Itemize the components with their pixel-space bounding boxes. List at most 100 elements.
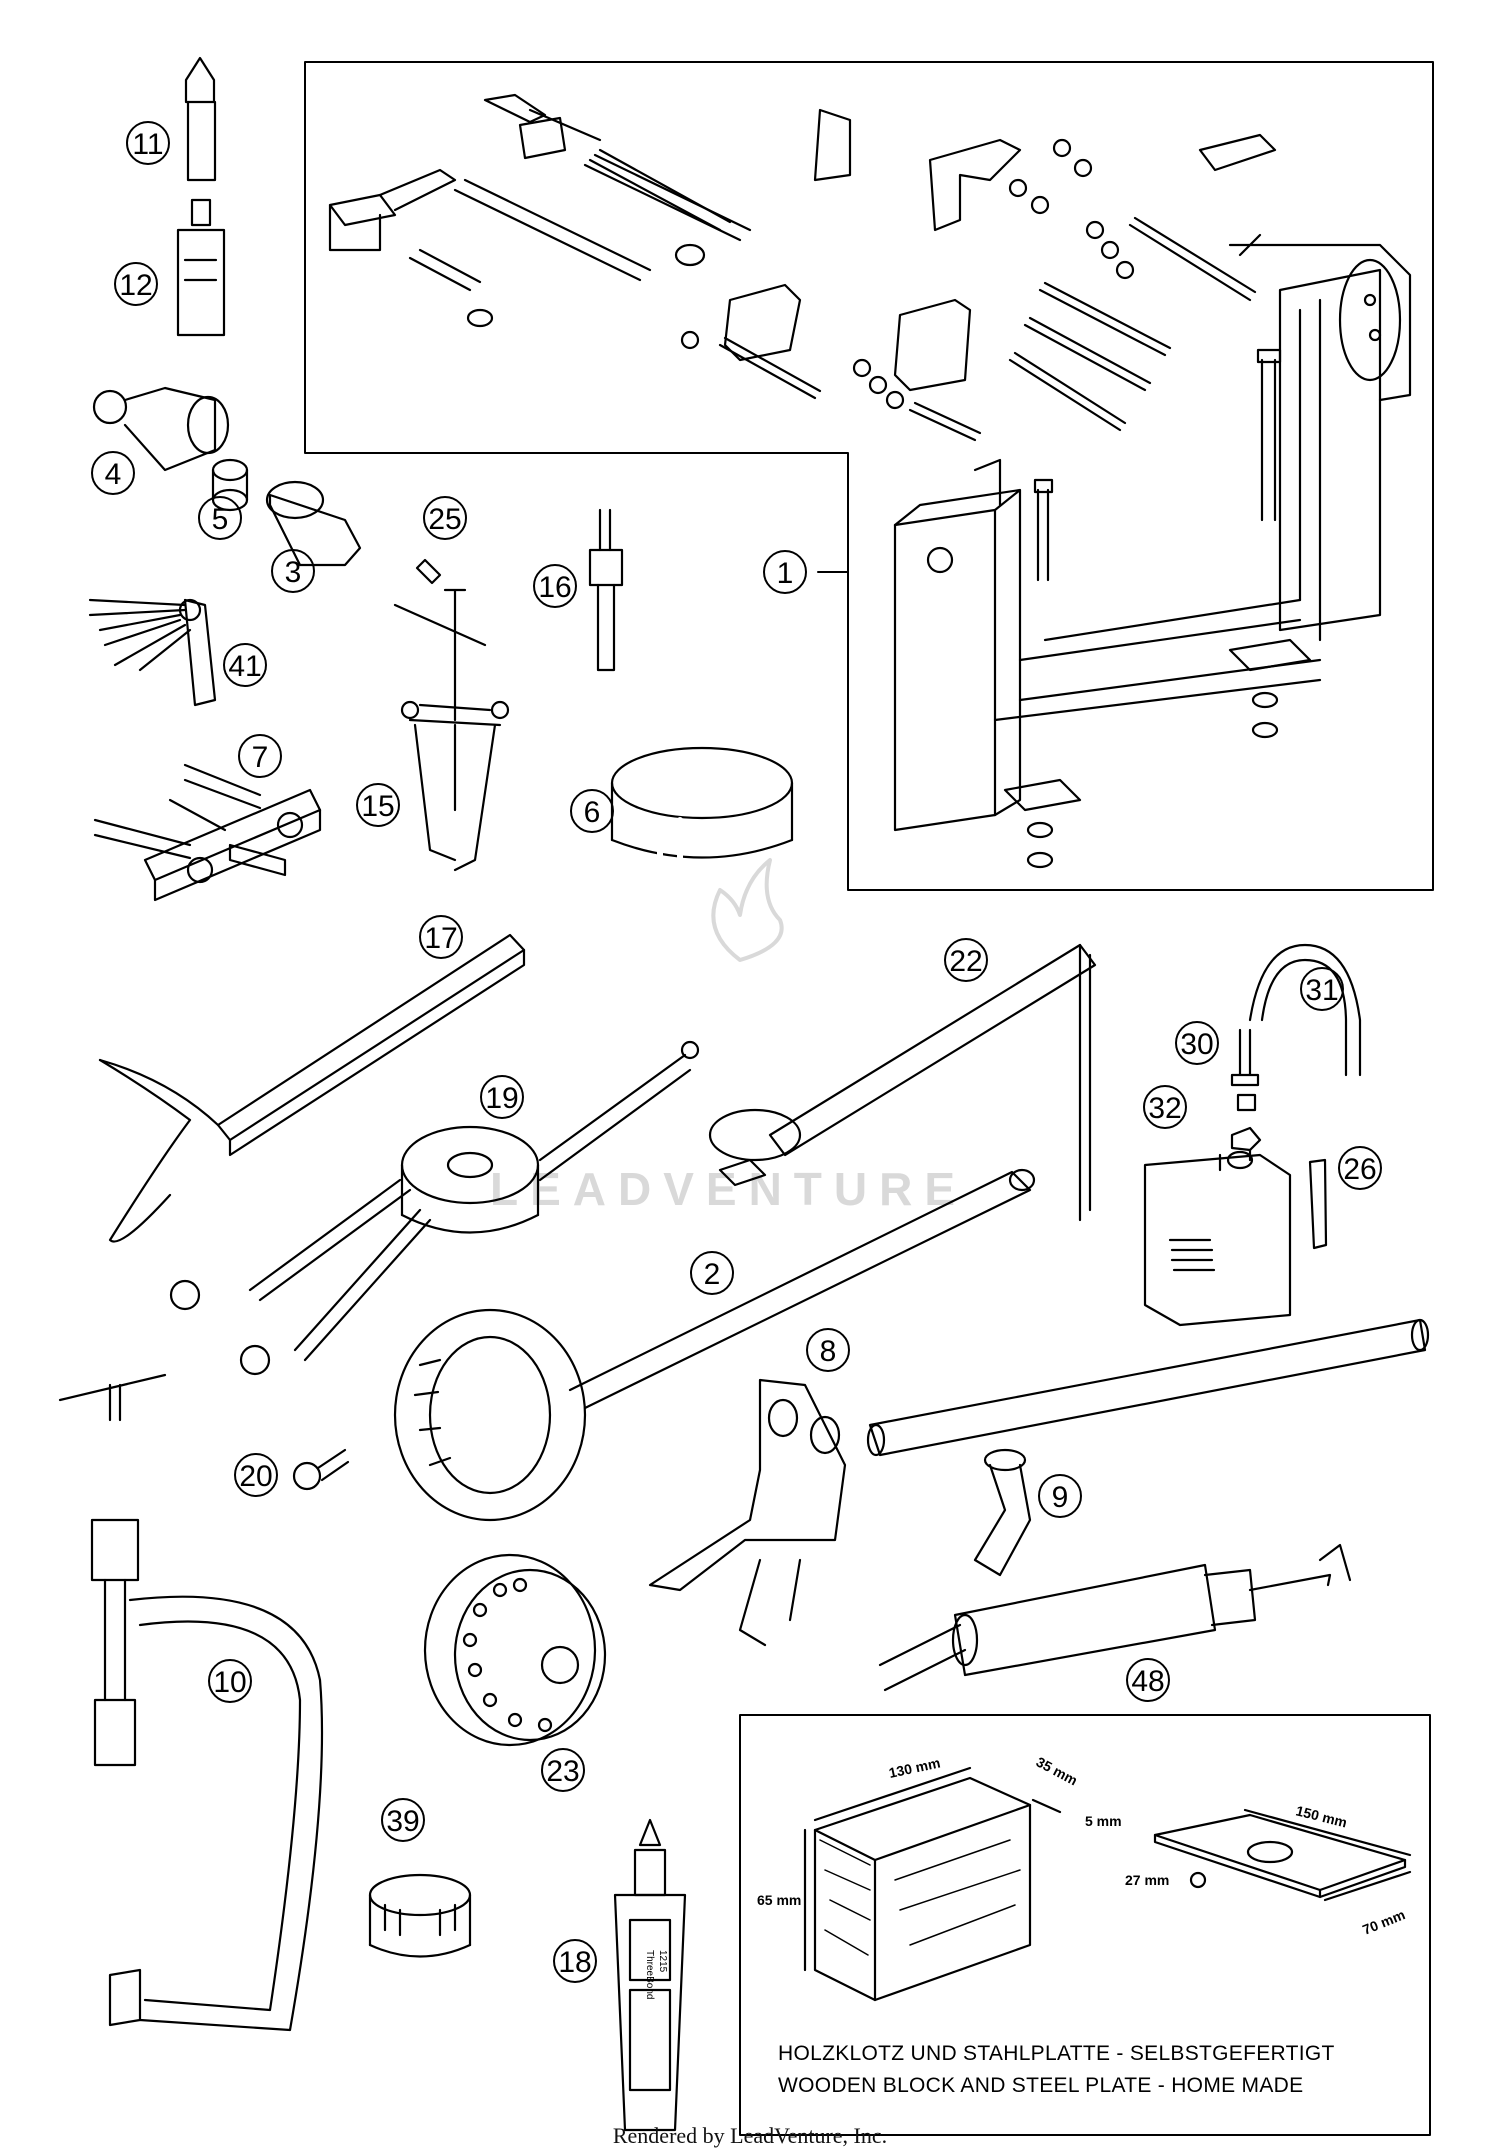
item-41-feeler-gauge: [88, 598, 217, 707]
engine-stand-frame-box: [304, 61, 1434, 891]
dim-block-depth: 35 mm: [1034, 1754, 1081, 1789]
item-6-piston-ring-compressor: [610, 746, 794, 878]
callout-30: 30: [1175, 1021, 1219, 1065]
callout-32: 32: [1143, 1085, 1187, 1129]
diameter-symbol: [1189, 1871, 1207, 1889]
item-9-clamp-tool: [973, 1448, 1032, 1577]
svg-text:6: 6: [584, 796, 601, 829]
item-3-sleeve: [265, 480, 362, 567]
callout-19: 19: [480, 1075, 524, 1119]
callout-23: 23: [541, 1748, 585, 1792]
item-22-chain-wrench: [708, 943, 1097, 1222]
svg-text:12: 12: [119, 269, 152, 302]
dim-plate-width: 70 mm: [1360, 1906, 1407, 1937]
item-2-clutch-holder: [393, 1168, 1036, 1522]
item-7-clamp: [93, 763, 322, 902]
item-23-flywheel-puller: [423, 1553, 607, 1747]
svg-text:48: 48: [1131, 1665, 1164, 1698]
callout-41: 41: [223, 643, 267, 687]
item-19-crankshaft-puller: [169, 1040, 700, 1376]
svg-text:22: 22: [949, 945, 982, 978]
item-5-bushing: [211, 458, 249, 512]
callout-18: 18: [553, 1939, 597, 1983]
callout-15: 15: [356, 783, 400, 827]
dim-plate-hole: 27 mm: [1125, 1872, 1169, 1888]
callout-31: 31: [1300, 967, 1344, 1011]
engine-stand-parts: [328, 93, 1412, 869]
svg-text:1: 1: [777, 557, 794, 590]
callout-17: 17: [419, 915, 463, 959]
item-17-holding-wrench: [98, 933, 526, 1243]
item-25-pin: [415, 558, 442, 585]
svg-text:23: 23: [546, 1755, 579, 1788]
item-12-sealant-bottle: [176, 198, 226, 337]
item-20-screw: [292, 1448, 350, 1491]
callout-2: 2: [690, 1251, 734, 1295]
callout-11: 11: [126, 121, 170, 165]
item-31-hose-fitting: [1248, 943, 1362, 1077]
svg-text:32: 32: [1148, 1092, 1181, 1125]
item-30-grease-nipple: [1230, 1028, 1260, 1112]
svg-text:20: 20: [239, 1460, 272, 1493]
item-4-puller: [92, 386, 230, 472]
svg-text:2: 2: [704, 1258, 721, 1291]
item-15-three-jaw-puller: [393, 588, 510, 872]
svg-text:26: 26: [1343, 1153, 1376, 1186]
item-8-bracket: [648, 1378, 847, 1647]
item-8-lever-tube: [866, 1318, 1430, 1457]
callout-3: 3: [271, 549, 315, 593]
item-39-oil-filter-wrench: [368, 1873, 472, 1958]
tube-label-brand: ThreeBond: [644, 1950, 655, 1999]
svg-text:7: 7: [252, 741, 269, 774]
inset-caption-english: WOODEN BLOCK AND STEEL PLATE - HOME MADE: [778, 2074, 1303, 2097]
svg-text:16: 16: [538, 571, 571, 604]
dim-plate-thickness: 5 mm: [1085, 1813, 1122, 1829]
svg-text:5: 5: [212, 503, 229, 536]
svg-text:30: 30: [1180, 1028, 1213, 1061]
callout-16: 16: [533, 564, 577, 608]
item-48-grease-gun: [878, 1543, 1352, 1692]
svg-text:3: 3: [285, 556, 302, 589]
callout-4: 4: [91, 451, 135, 495]
watermark-text: LEADVENTURE: [490, 1163, 967, 1215]
oil-canister: [1143, 1148, 1292, 1327]
callout-1: 1: [763, 550, 807, 594]
svg-text:10: 10: [213, 1666, 246, 1699]
svg-text:18: 18: [558, 1946, 591, 1979]
callout-10: 10: [208, 1659, 252, 1703]
svg-text:15: 15: [361, 790, 394, 823]
callout-22: 22: [944, 938, 988, 982]
footer-credit: Rendered by LeadVenture, Inc.: [613, 2123, 887, 2148]
callout-48: 48: [1126, 1658, 1170, 1702]
svg-text:19: 19: [485, 1082, 518, 1115]
svg-text:11: 11: [132, 128, 163, 161]
item-10-valve-spring-compressor: [58, 1373, 324, 2032]
item-18-sealant-tube: ThreeBond 1215: [613, 1818, 687, 2132]
callout-9: 9: [1038, 1474, 1082, 1518]
callout-20: 20: [234, 1453, 278, 1497]
watermark-logo: [711, 858, 784, 962]
callout-12: 12: [114, 262, 158, 306]
wooden-block: [803, 1766, 1062, 2002]
item-32-nut: [1230, 1126, 1262, 1152]
svg-text:25: 25: [428, 503, 461, 536]
steel-plate: [1153, 1808, 1412, 1902]
callout-7: 7: [238, 734, 282, 778]
svg-text:41: 41: [228, 650, 261, 683]
dim-block-height: 65 mm: [757, 1892, 801, 1908]
svg-text:8: 8: [820, 1335, 837, 1368]
callout-25: 25: [423, 496, 467, 540]
svg-text:39: 39: [386, 1805, 419, 1838]
inset-caption-german: HOLZKLOTZ UND STAHLPLATTE - SELBSTGEFERT…: [778, 2042, 1335, 2065]
item-11-loctite-bottle: [184, 56, 217, 182]
svg-text:17: 17: [424, 922, 457, 955]
callout-5: 5: [198, 496, 242, 540]
svg-text:4: 4: [105, 458, 122, 491]
tube-label-number: 1215: [657, 1950, 668, 1973]
dim-block-length: 130 mm: [887, 1754, 941, 1780]
callout-8: 8: [806, 1328, 850, 1372]
item-26-pin: [1308, 1158, 1328, 1250]
svg-text:9: 9: [1052, 1481, 1069, 1514]
item-16-slide-hammer: [588, 508, 624, 672]
